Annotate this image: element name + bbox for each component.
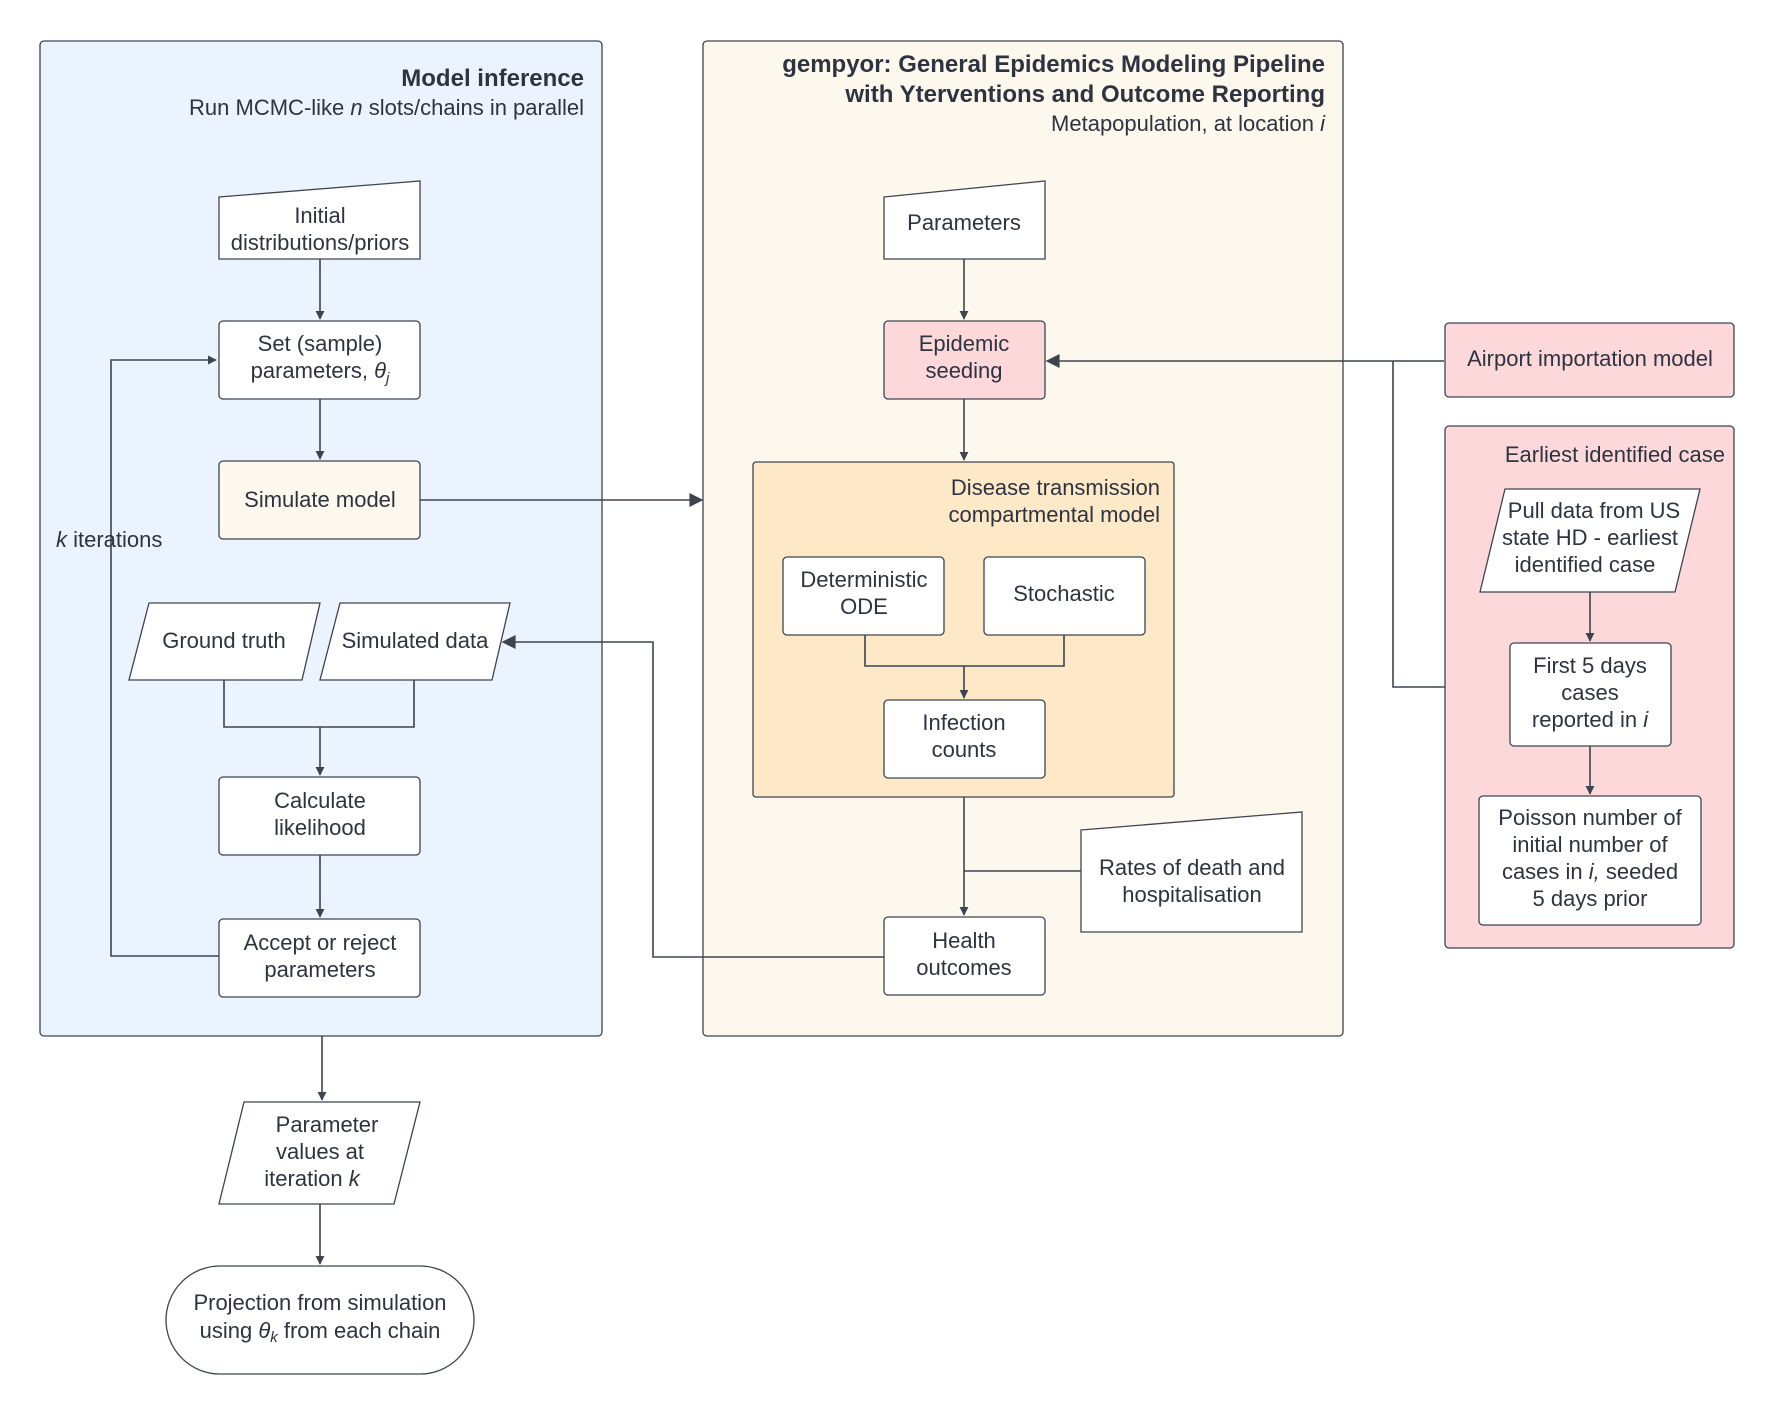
first-5-days-label-2: cases: [1561, 680, 1618, 705]
health-outcomes-box[interactable]: [883, 916, 1046, 996]
parameters-label: Parameters: [907, 210, 1021, 235]
rates-input-box[interactable]: [1080, 811, 1303, 933]
first-5-days-box[interactable]: [1509, 642, 1672, 747]
poisson-label-4: 5 days prior: [1533, 886, 1648, 911]
deterministic-ode-box[interactable]: [782, 556, 945, 636]
poisson-label-2: initial number of: [1512, 832, 1668, 857]
inference-subtitle: Run MCMC-like n slots/chains in parallel: [189, 95, 584, 120]
gempyor-subtitle: Metapopulation, at location i: [1051, 111, 1326, 136]
infection-counts-label-1: Infection: [922, 710, 1005, 735]
deterministic-ode-label-1: Deterministic: [800, 567, 927, 592]
rates-label-2: hospitalisation: [1122, 882, 1261, 907]
infection-counts-label-2: counts: [932, 737, 997, 762]
priors-input-box[interactable]: [218, 180, 421, 260]
epidemic-seeding-box[interactable]: [883, 320, 1046, 400]
ground-truth-box[interactable]: [128, 602, 321, 681]
parameters-input-box[interactable]: [883, 180, 1046, 260]
parameter-values-label-1: Parameter: [276, 1112, 379, 1137]
parameter-values-label-3: iteration k: [264, 1166, 360, 1191]
infection-counts-box[interactable]: [883, 699, 1046, 779]
set-parameters-label-2: parameters, θj: [251, 358, 390, 387]
pull-data-label-1: Pull data from US: [1508, 498, 1680, 523]
stochastic-box[interactable]: [983, 556, 1146, 636]
health-outcomes-label-2: outcomes: [916, 955, 1011, 980]
set-parameters-box[interactable]: [218, 320, 421, 400]
pull-data-label-2: state HD - earliest: [1502, 525, 1678, 550]
accept-reject-label-2: parameters: [264, 957, 375, 982]
first-5-days-label-1: First 5 days: [1533, 653, 1647, 678]
calculate-likelihood-label-1: Calculate: [274, 788, 366, 813]
rates-label-1: Rates of death and: [1099, 855, 1285, 880]
health-outcomes-label-1: Health: [932, 928, 996, 953]
simulated-data-label: Simulated data: [342, 628, 490, 653]
connectors: [110, 259, 1595, 1265]
parameter-values-label-2: values at: [276, 1139, 364, 1164]
deterministic-ode-label-2: ODE: [840, 594, 888, 619]
pull-data-label-3: identified case: [1515, 552, 1656, 577]
calculate-likelihood-label-2: likelihood: [274, 815, 366, 840]
poisson-label-3: cases in i, seeded: [1502, 859, 1678, 884]
calculate-likelihood-box[interactable]: [218, 776, 421, 856]
transmission-title-2: compartmental model: [948, 502, 1160, 527]
ground-truth-label: Ground truth: [162, 628, 286, 653]
earliest-case-title: Earliest identified case: [1505, 442, 1725, 467]
gempyor-title-1: gempyor: General Epidemics Modeling Pipe…: [782, 51, 1325, 78]
parameter-values-box[interactable]: [218, 1101, 421, 1205]
inference-title: Model inference: [401, 65, 584, 92]
epidemic-seeding-label-1: Epidemic: [919, 331, 1009, 356]
accept-reject-label-1: Accept or reject: [244, 930, 397, 955]
set-parameters-label-1: Set (sample): [258, 331, 383, 356]
simulated-data-box[interactable]: [319, 602, 511, 681]
poisson-box[interactable]: [1478, 795, 1702, 926]
epidemic-seeding-label-2: seeding: [925, 358, 1002, 383]
transmission-title-1: Disease transmission: [951, 475, 1160, 500]
poisson-label-1: Poisson number of: [1498, 805, 1682, 830]
simulate-model-box[interactable]: [218, 460, 421, 540]
projection-label-2: using θk from each chain: [200, 1318, 441, 1346]
accept-reject-box[interactable]: [218, 918, 421, 998]
priors-label-2: distributions/priors: [231, 230, 410, 255]
k-iterations-label: k iterations: [56, 527, 162, 552]
first-5-days-label-3: reported in i: [1532, 707, 1649, 732]
projection-terminal[interactable]: [165, 1265, 475, 1375]
airport-importation-label: Airport importation model: [1467, 346, 1713, 371]
stochastic-label: Stochastic: [1013, 581, 1115, 606]
priors-label-1: Initial: [294, 203, 345, 228]
gempyor-title-2: with Yterventions and Outcome Reporting: [844, 81, 1325, 108]
simulate-model-label: Simulate model: [244, 487, 396, 512]
projection-label-1: Projection from simulation: [193, 1290, 446, 1315]
pull-data-box[interactable]: [1479, 488, 1701, 593]
airport-importation-box[interactable]: [1444, 322, 1735, 398]
